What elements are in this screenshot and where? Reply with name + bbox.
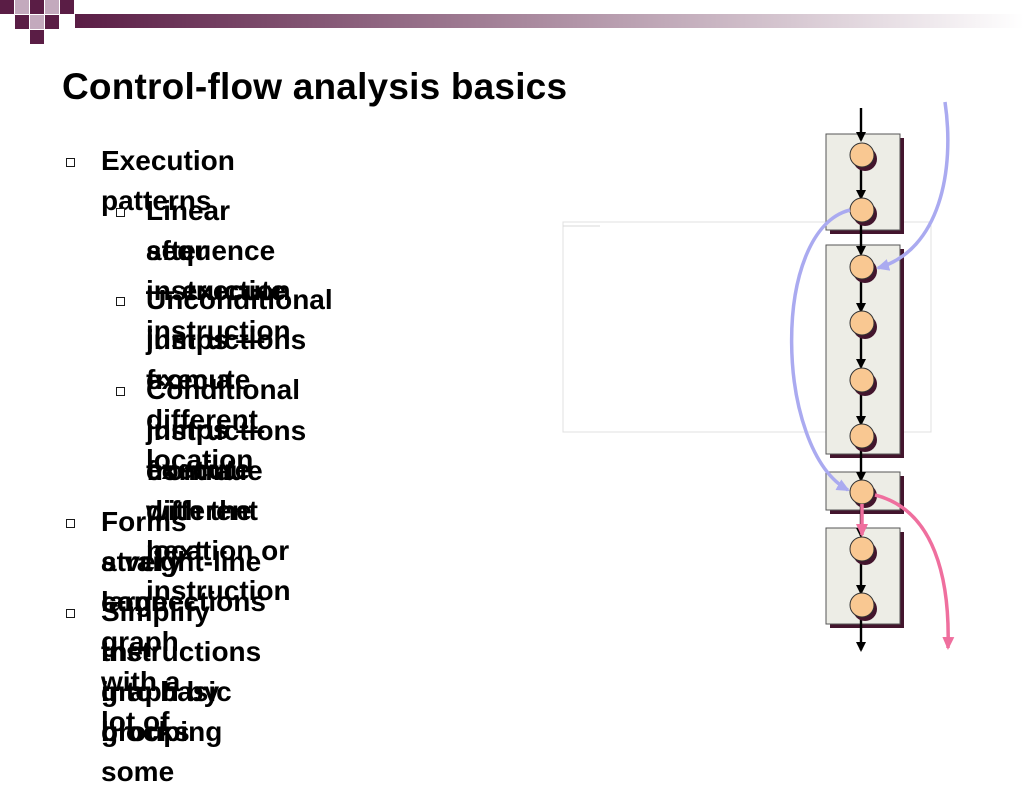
bullet-text-line: straight-line connections — [101, 546, 266, 617]
header-gradient-bar — [75, 14, 1024, 28]
unconditional-jump-edge — [876, 101, 950, 271]
instruction-node — [849, 423, 877, 452]
deco-square — [30, 15, 44, 29]
bullet-text-line: instructions from a different location — [146, 324, 307, 475]
deco-square — [30, 30, 44, 44]
bullet-text-line: Forms a very large graph with a lot of — [101, 506, 187, 737]
bullet-text-line: Unconditional jumps — execute — [146, 284, 333, 395]
instruction-node — [849, 254, 877, 283]
faint-frame — [562, 221, 932, 433]
deco-square — [15, 0, 29, 14]
bullet-text-line: Conditional jumps — execute — [146, 374, 300, 485]
bullet-text-line: instructions from a different location o… — [146, 415, 307, 566]
bullet-text-line: continue with the next instruction — [146, 455, 291, 606]
slide-title: Control-flow analysis basics — [62, 66, 568, 107]
instruction-node — [849, 592, 877, 621]
deco-square — [0, 0, 14, 14]
bullet-marker-icon — [66, 609, 75, 618]
bullet-text-line: after instruction — [146, 235, 291, 306]
bullet-marker-icon — [116, 387, 125, 396]
deco-square — [45, 15, 59, 29]
bullet-marker-icon — [66, 519, 75, 528]
control-flow-diagram — [562, 101, 955, 652]
header-decoration — [0, 0, 1024, 44]
instruction-node — [849, 536, 877, 565]
instruction-node — [849, 310, 877, 339]
bullet-text-line: Linear sequence — execute instruction — [146, 195, 291, 346]
instruction-node — [849, 367, 877, 396]
instruction-node — [849, 197, 877, 226]
bullet-marker-icon — [116, 297, 125, 306]
conditional-jump-edge — [874, 493, 955, 650]
deco-square — [15, 15, 29, 29]
unconditional-jump-edge — [789, 208, 851, 492]
bullet-marker-icon — [66, 158, 75, 167]
instruction-node — [849, 479, 877, 508]
deco-square — [45, 0, 59, 14]
bullet-text: Execution patterns — [101, 145, 235, 216]
deco-square — [60, 0, 74, 14]
deco-square — [30, 0, 44, 14]
bullet-marker-icon — [116, 208, 125, 217]
instruction-node — [849, 142, 877, 171]
bullet-text-line: instructions into basic blocks — [101, 636, 262, 747]
